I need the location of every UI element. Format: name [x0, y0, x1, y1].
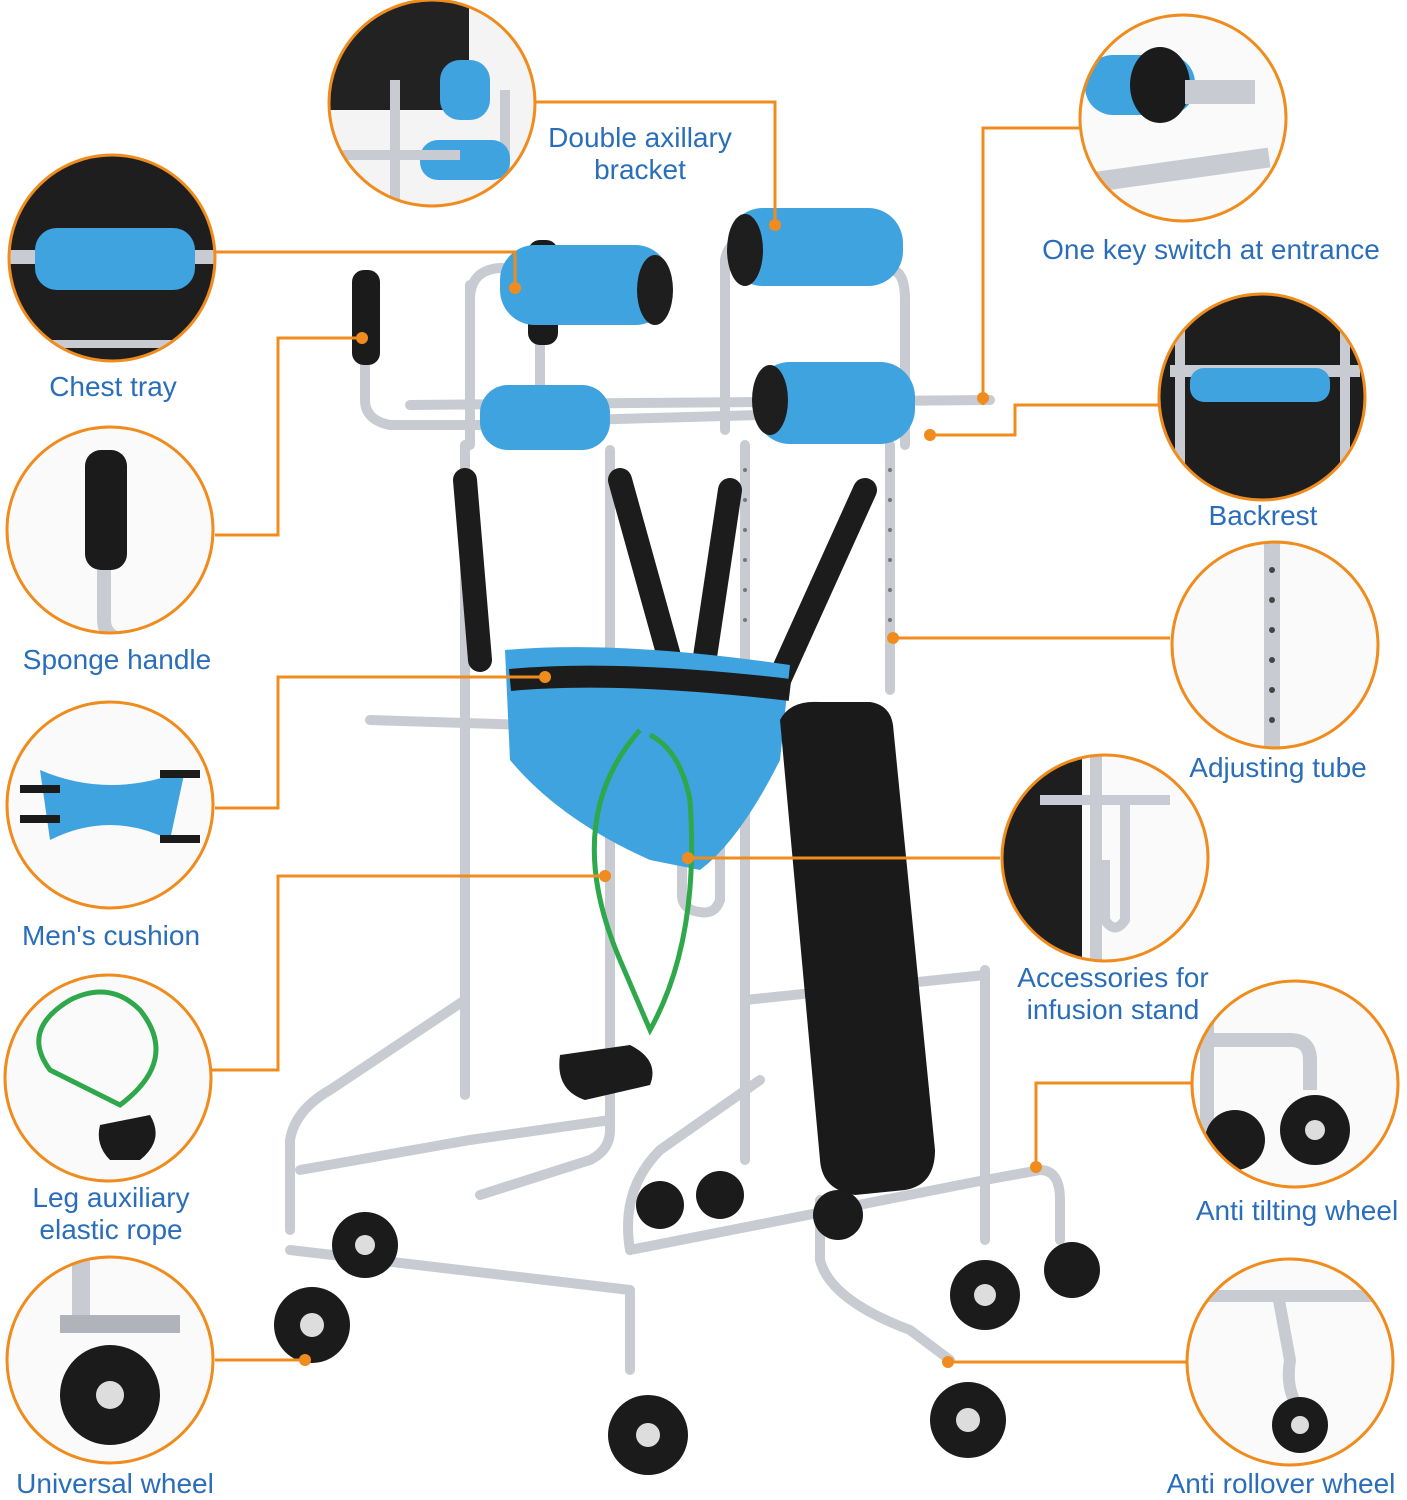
label-double-axillary-bracket: Double axillary bracket — [530, 122, 750, 186]
label-leg-elastic-rope: Leg auxiliary elastic rope — [8, 1182, 214, 1246]
detail-leg-elastic-rope — [3, 973, 213, 1183]
detail-anti-tilting-wheel — [1190, 979, 1400, 1189]
walker-main-image — [274, 208, 1100, 1475]
detail-double-axillary-bracket — [327, 0, 537, 208]
label-line: elastic rope — [39, 1214, 183, 1245]
adjusting-holes — [743, 468, 892, 622]
callout-dots — [299, 219, 1042, 1368]
label-line: Accessories for — [1017, 962, 1209, 993]
foot-strap — [559, 1045, 653, 1100]
label-mens-cushion: Men's cushion — [21, 920, 201, 951]
seat-cushion — [505, 647, 790, 870]
label-anti-tilting-wheel: Anti tilting wheel — [1195, 1195, 1399, 1226]
label-backrest: Backrest — [1208, 500, 1318, 531]
callout-lines — [212, 100, 1192, 1364]
label-sponge-handle: Sponge handle — [22, 644, 212, 675]
detail-anti-rollover-wheel — [1185, 1257, 1395, 1467]
label-line: infusion stand — [1026, 994, 1200, 1025]
detail-universal-wheel — [5, 1255, 215, 1465]
label-universal-wheel: Universal wheel — [16, 1468, 214, 1499]
backrest-board — [780, 701, 935, 1195]
label-chest-tray: Chest tray — [49, 371, 177, 402]
label-line: bracket — [594, 154, 686, 185]
detail-chest-tray — [7, 153, 217, 363]
label-line: Double axillary — [548, 122, 732, 153]
elastic-rope — [591, 728, 695, 1036]
detail-one-key-switch — [1078, 13, 1288, 223]
detail-mens-cushion — [5, 700, 215, 910]
detail-adjusting-tube — [1170, 540, 1380, 750]
label-anti-rollover-wheel: Anti rollover wheel — [1166, 1468, 1396, 1499]
detail-backrest — [1157, 292, 1367, 502]
walker-wheels — [274, 1171, 1100, 1475]
label-adjusting-tube: Adjusting tube — [1189, 752, 1367, 783]
label-infusion-stand: Accessories for infusion stand — [1000, 962, 1226, 1026]
label-line: Leg auxiliary — [32, 1182, 190, 1213]
left-sponge-handle — [352, 270, 380, 365]
detail-infusion-stand — [1000, 753, 1210, 963]
detail-sponge-handle — [5, 425, 215, 635]
label-one-key-switch: One key switch at entrance — [1042, 234, 1380, 265]
